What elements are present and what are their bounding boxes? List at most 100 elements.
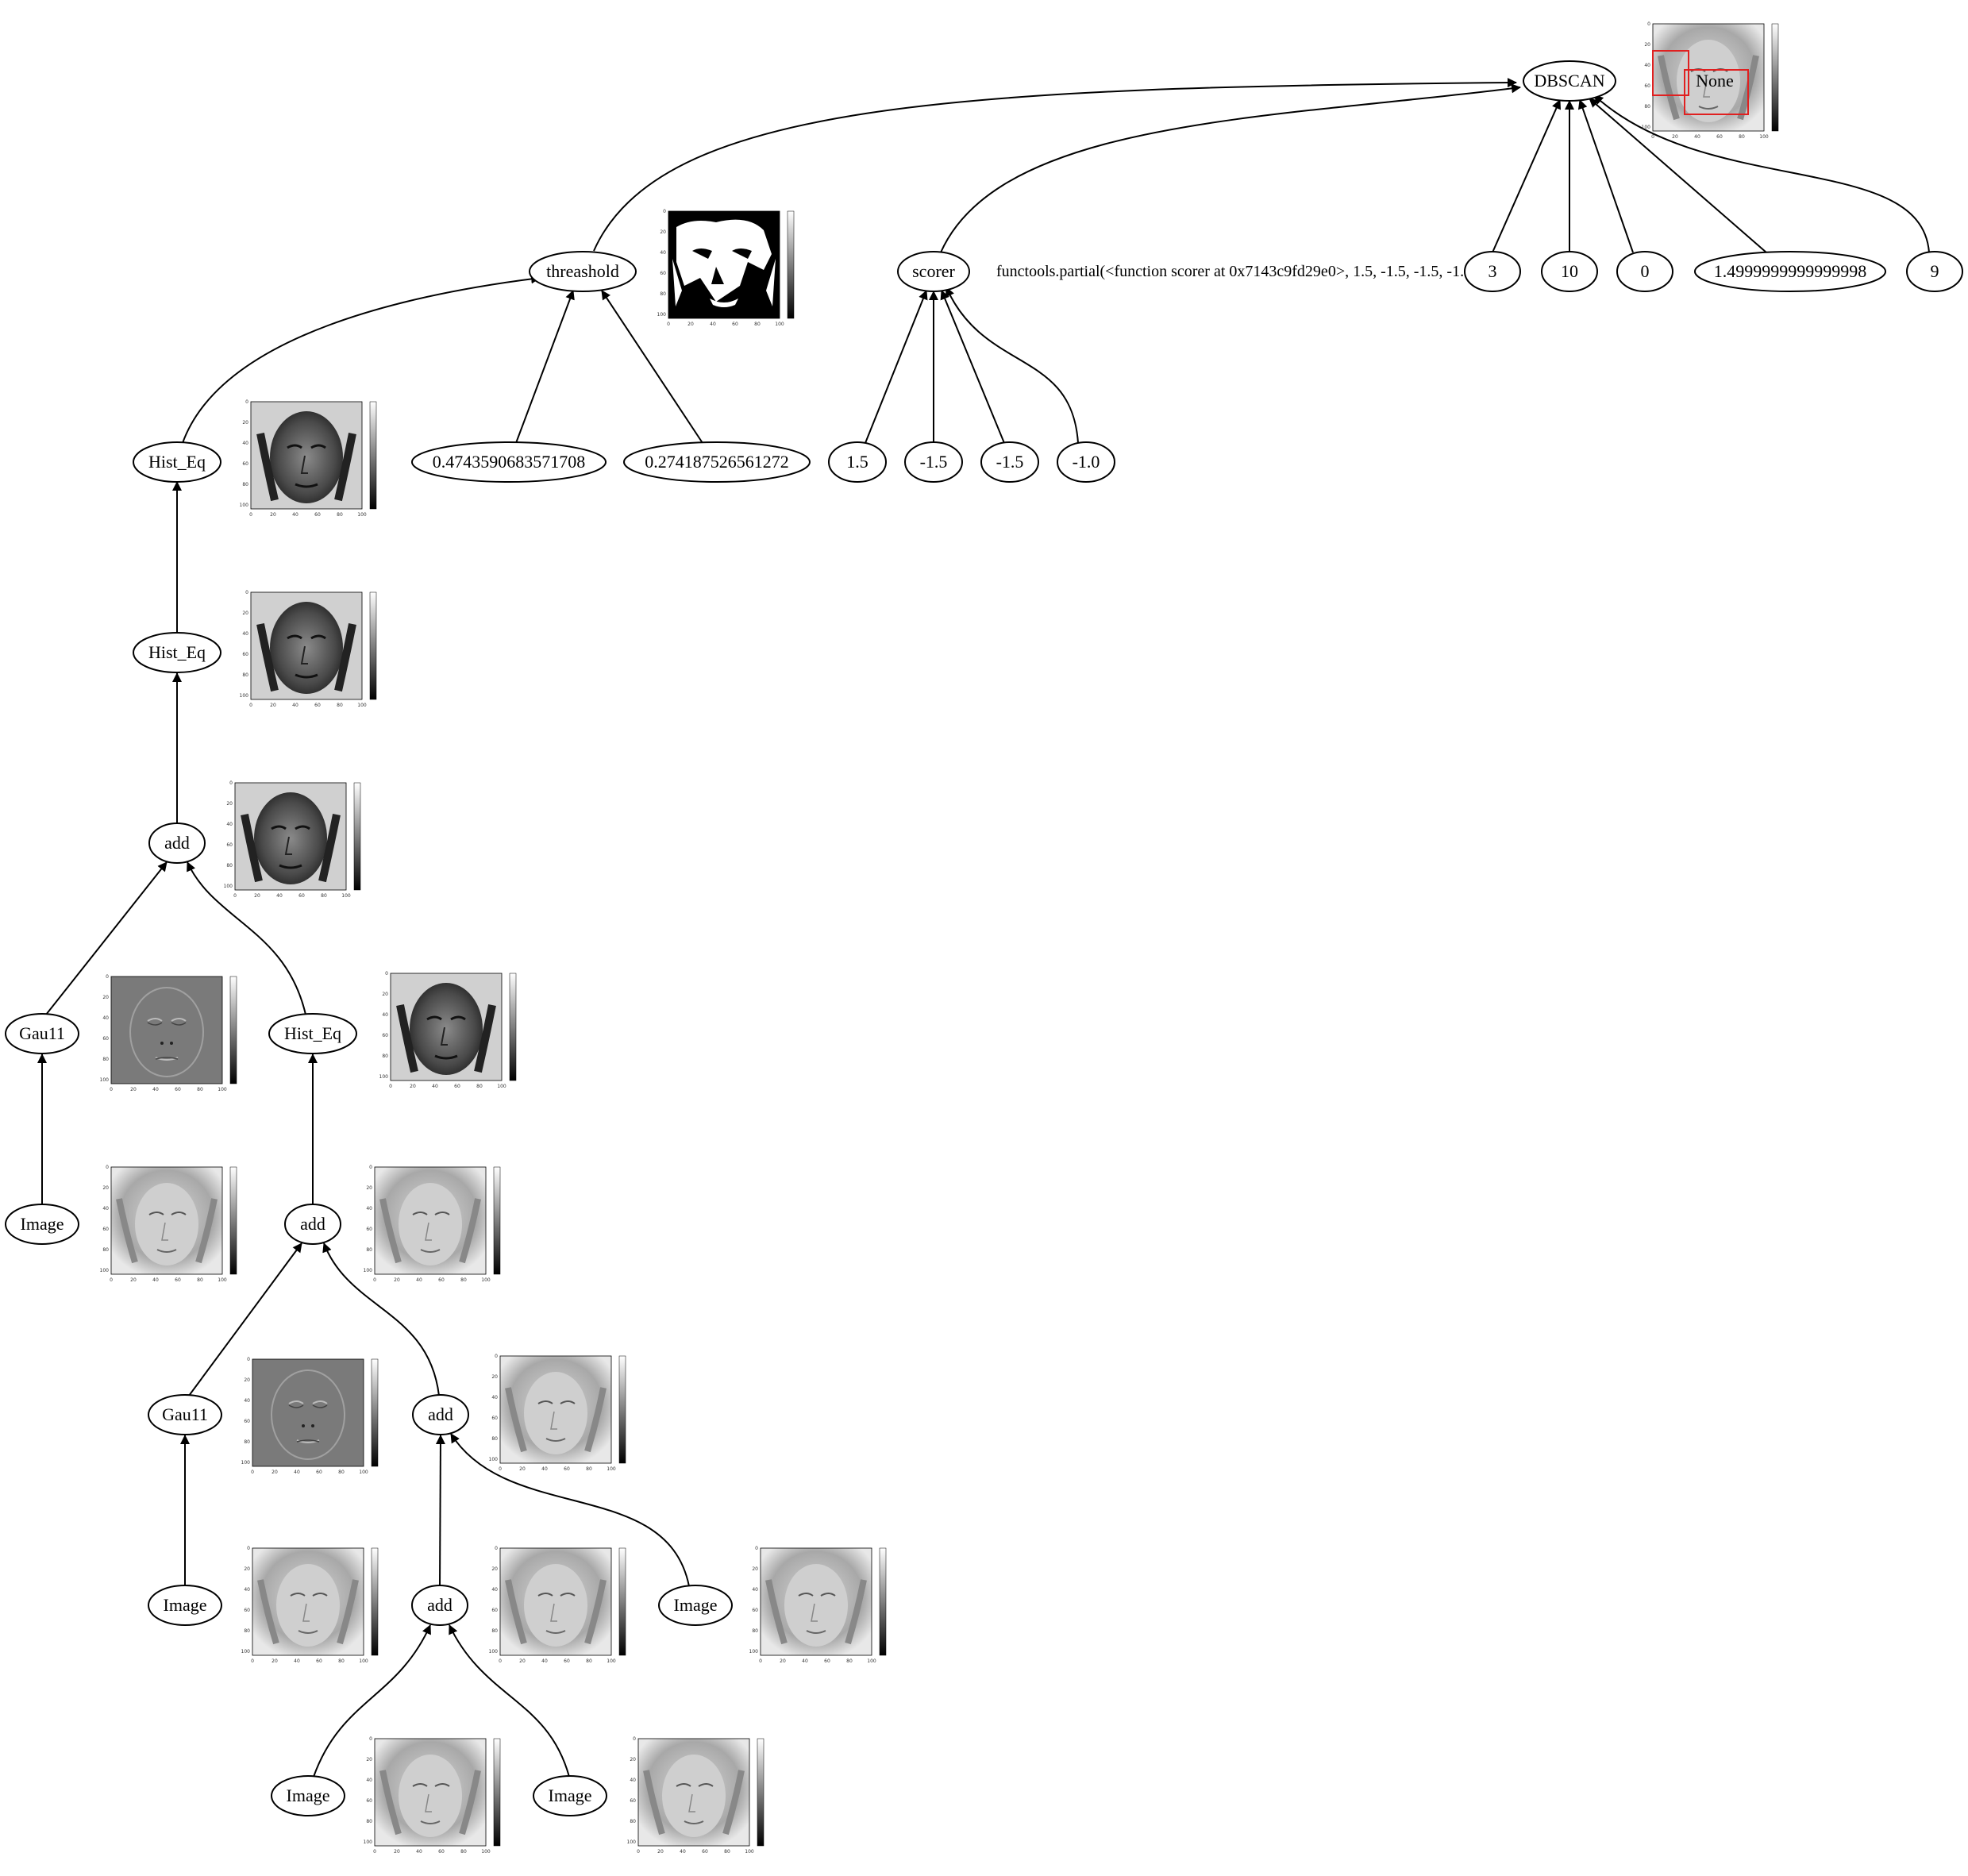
thumb-y-tick: 100 [240, 693, 249, 699]
thumb-y-tick: 0 [245, 590, 248, 595]
edge-s4-scorer [945, 287, 1079, 444]
thumb-y-tick: 20 [491, 1566, 498, 1572]
thumb-x-tick: 40 [541, 1658, 548, 1664]
thumb-y-tick: 20 [226, 801, 233, 807]
thumb-y-tick: 80 [102, 1247, 109, 1253]
thumb-x-tick: 20 [519, 1658, 526, 1664]
thumb-x-tick: 80 [476, 1084, 483, 1089]
thumb-y-tick: 100 [627, 1839, 637, 1845]
thumb-x-tick: 60 [564, 1658, 570, 1664]
thumb-y-tick: 60 [366, 1227, 372, 1232]
node-histeq-top[interactable]: Hist_Eq [133, 441, 221, 483]
thumb-y-tick: 0 [663, 209, 666, 214]
node-add-r1[interactable]: add [412, 1394, 469, 1435]
thumb-x-tick: 60 [316, 1470, 322, 1475]
thumb-y-tick: 20 [660, 229, 666, 235]
node-histeq-low-label: Hist_Eq [284, 1023, 341, 1043]
node-dbscan-arg-10[interactable]: 10 [1541, 251, 1598, 292]
node-dbscan[interactable]: DBSCAN [1523, 60, 1616, 102]
node-scorer-arg-1-label: 1.5 [846, 452, 868, 472]
thumb-x-tick: 40 [680, 1849, 686, 1855]
node-image-mid[interactable]: Image [148, 1585, 222, 1626]
thumb-x-tick: 0 [759, 1658, 762, 1664]
thumb-y-tick: 20 [1644, 42, 1650, 48]
thumb-x-tick: 40 [1694, 134, 1700, 140]
node-thresh-arg-1[interactable]: 0.4743590683571708 [411, 441, 607, 483]
thumb-y-tick: 0 [229, 780, 233, 786]
thumb-y-tick: 100 [1642, 125, 1651, 130]
thumb-x-tick: 80 [846, 1658, 853, 1664]
node-add-mid[interactable]: add [284, 1204, 341, 1245]
thumb-y-tick: 20 [244, 1566, 250, 1572]
thumb-y-tick: 40 [102, 1015, 109, 1021]
thumb-x-tick: 80 [337, 512, 343, 518]
thumb-x-tick: 60 [1716, 134, 1723, 140]
thumb-y-tick: 60 [102, 1227, 109, 1232]
thumb-x-tick: 100 [481, 1277, 491, 1283]
thumb-x-tick: 20 [272, 1470, 278, 1475]
thumb-y-tick: 20 [366, 1757, 372, 1762]
thumb-x-tick: 80 [1739, 134, 1745, 140]
node-dbscan-label: DBSCAN [1534, 71, 1604, 91]
thumb-x-tick: 100 [867, 1658, 876, 1664]
thumb-x-tick: 100 [218, 1087, 227, 1092]
node-gau-mid[interactable]: Gau11 [148, 1394, 222, 1435]
thumb-x-tick: 0 [251, 1470, 254, 1475]
thumb-x-tick: 40 [802, 1658, 808, 1664]
node-add-r2[interactable]: add [411, 1585, 468, 1626]
thumb-x-tick: 80 [460, 1277, 467, 1283]
node-thresh-arg-1-label: 0.4743590683571708 [433, 452, 586, 472]
thumb-y-tick: 60 [226, 842, 233, 848]
thumb-y-tick: 40 [366, 1778, 372, 1783]
thumb-x-tick: 60 [438, 1849, 445, 1855]
thumb-y-tick: 80 [242, 672, 248, 678]
scorer-value-label: functools.partial(<function scorer at 0x… [996, 263, 1477, 280]
thumb-x-tick: 60 [732, 322, 738, 327]
node-image-left[interactable]: Image [5, 1204, 79, 1245]
node-image-bl[interactable]: Image [271, 1775, 345, 1816]
node-scorer-arg-4-label: -1.0 [1073, 452, 1100, 472]
node-threashold[interactable]: threashold [529, 251, 637, 292]
node-add-top-label: add [164, 833, 190, 853]
thumb-x-tick: 20 [687, 322, 694, 327]
node-image-br[interactable]: Image [533, 1775, 607, 1816]
thumb-x-tick: 100 [359, 1658, 368, 1664]
node-dbscan-arg-14999[interactable]: 1.4999999999999998 [1694, 251, 1886, 292]
thumb-x-tick: 40 [432, 1084, 438, 1089]
thumb-y-tick: 0 [369, 1165, 372, 1170]
thumb-x-tick: 60 [564, 1466, 570, 1472]
node-add-top[interactable]: add [148, 822, 206, 864]
thumb-y-tick: 20 [102, 1185, 109, 1191]
thumb-y-tick: 20 [242, 420, 248, 426]
node-gau-left[interactable]: Gau11 [5, 1013, 79, 1054]
node-image-right[interactable]: Image [658, 1585, 733, 1626]
node-scorer[interactable]: scorer [897, 251, 970, 292]
thumb-y-tick: 20 [366, 1185, 372, 1191]
thumb-y-tick: 80 [382, 1054, 388, 1059]
node-dbscan-arg-0[interactable]: 0 [1616, 251, 1673, 292]
edge-scorer-dbscan [940, 83, 1521, 253]
node-thresh-arg-2-label: 0.274187526561272 [645, 452, 789, 472]
node-scorer-arg-4[interactable]: -1.0 [1057, 441, 1115, 483]
thumb-y-tick: 0 [369, 1736, 372, 1742]
thumb-y-tick: 100 [749, 1649, 759, 1655]
node-histeq-mid[interactable]: Hist_Eq [133, 632, 221, 673]
thumb-x-tick: 80 [338, 1658, 345, 1664]
node-dbscan-arg-3[interactable]: 3 [1464, 251, 1521, 292]
thumb-y-tick: 0 [1647, 21, 1650, 27]
thumb-y-tick: 40 [1644, 63, 1650, 68]
node-gau-mid-label: Gau11 [162, 1404, 208, 1424]
node-dbscan-arg-9[interactable]: 9 [1906, 251, 1963, 292]
node-scorer-arg-3[interactable]: -1.5 [980, 441, 1039, 483]
node-scorer-arg-2[interactable]: -1.5 [904, 441, 963, 483]
edge-addr2-addr1 [435, 1435, 445, 1587]
thumb-y-tick: 80 [226, 863, 233, 869]
node-thresh-arg-2[interactable]: 0.274187526561272 [623, 441, 811, 483]
node-histeq-low[interactable]: Hist_Eq [268, 1013, 357, 1054]
thumb-x-tick: 60 [454, 1084, 460, 1089]
node-scorer-arg-1[interactable]: 1.5 [828, 441, 887, 483]
